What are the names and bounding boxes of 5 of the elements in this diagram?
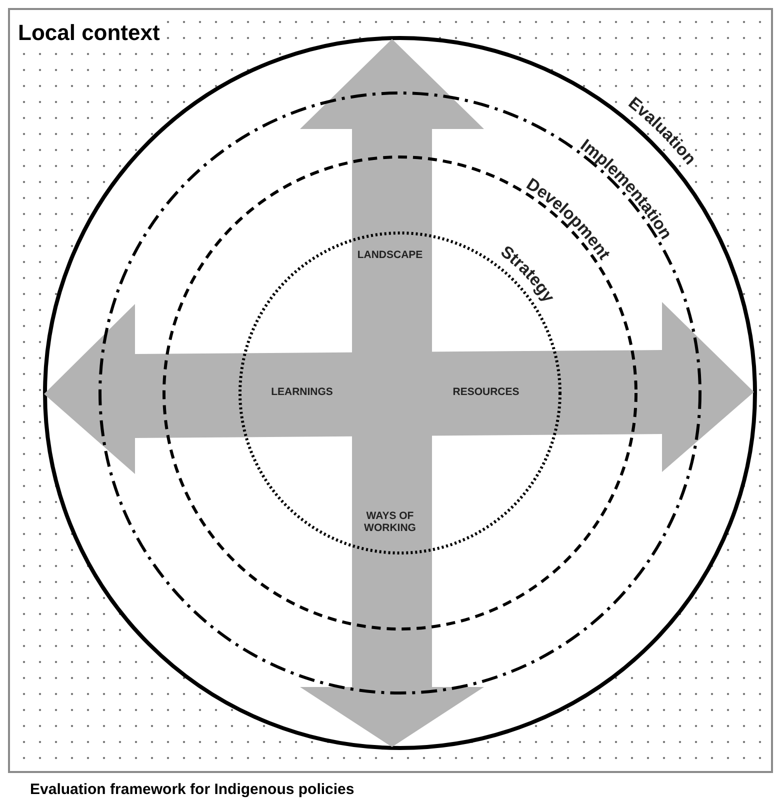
quadrant-label: WAYS OF WORKING	[363, 510, 417, 534]
figure-caption: Evaluation framework for Indigenous policies	[30, 781, 354, 798]
quadrant-label: RESOURCES	[452, 384, 520, 400]
quadrant-label: LANDSCAPE	[356, 248, 424, 263]
quadrant-label: LEARNINGS	[270, 384, 334, 400]
